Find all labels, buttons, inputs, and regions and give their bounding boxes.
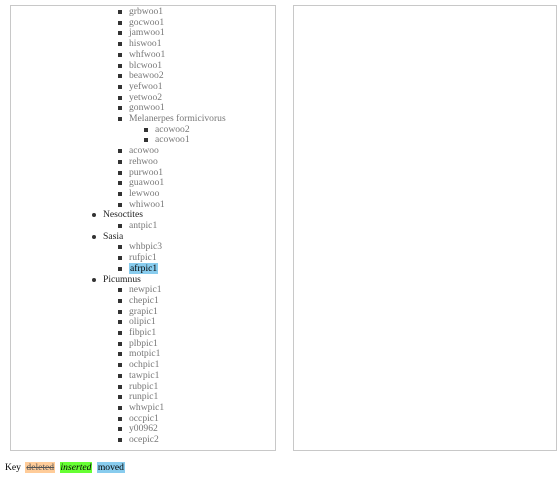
tree-node[interactable]: antpic1: [129, 220, 158, 231]
tree-node[interactable]: acowoo: [129, 145, 159, 157]
tree-bullet: [118, 341, 122, 346]
tree-bullet: [118, 384, 122, 389]
tree-node[interactable]: chepic1: [129, 294, 159, 306]
key-moved: moved: [96, 462, 125, 473]
tree-bullet: [118, 10, 122, 14]
tree-bullet: [118, 95, 122, 100]
tree-node[interactable]: Nesoctites: [103, 209, 143, 221]
tree-bullet: [118, 245, 122, 250]
tree-node[interactable]: lewwoo: [129, 187, 160, 199]
tree-node[interactable]: whwpic1: [129, 401, 165, 413]
tree-node[interactable]: rubpic1: [129, 380, 159, 392]
tree-bullet: [118, 320, 122, 325]
tree-bullet: [118, 266, 122, 271]
tree-node[interactable]: runpic1: [129, 391, 159, 403]
tree-node[interactable]: occpic1: [129, 412, 159, 424]
tree-bullet: [118, 224, 122, 228]
tree-bullet: [118, 149, 122, 154]
tree-bullet: [118, 309, 122, 314]
tree-node[interactable]: grbwoo1: [129, 6, 164, 17]
tree-node[interactable]: gocwoo1: [129, 16, 165, 28]
tree-bullet: [118, 427, 122, 432]
tree-node[interactable]: newpic1: [129, 284, 162, 296]
tree-bullet: [118, 181, 122, 186]
tree-bullet: [118, 202, 122, 207]
tree-node[interactable]: acowoo2: [155, 123, 190, 135]
tree-node[interactable]: beawoo2: [129, 70, 164, 82]
tree-node[interactable]: rehwoo: [129, 155, 158, 167]
legend-key: Key deleted inserted moved: [5, 462, 125, 474]
tree-node[interactable]: hiswoo1: [129, 38, 162, 50]
tree-node[interactable]: yetwoo2: [129, 91, 163, 103]
tree-bullet: [144, 138, 148, 143]
tree-node[interactable]: olipic1: [129, 316, 156, 328]
tree-node[interactable]: yefwoo1: [129, 80, 163, 92]
tree-node[interactable]: whfwoo1: [129, 48, 166, 60]
tree-node[interactable]: guawoo1: [129, 177, 165, 189]
tree-node[interactable]: motpic1: [129, 348, 161, 360]
tree-bullet: [92, 213, 96, 218]
tree-bullet: [92, 277, 96, 282]
tree-bullet: [118, 438, 122, 442]
tree-node[interactable]: grapic1: [129, 305, 158, 317]
tree-node[interactable]: fibpic1: [129, 327, 157, 338]
tree-bullet: [118, 298, 122, 303]
tree-bullet: [118, 42, 122, 47]
tree-bullet: [118, 106, 122, 111]
tree-node[interactable]: blcwoo1: [129, 59, 163, 71]
tree-node[interactable]: Melanerpes formicivorus: [129, 113, 226, 124]
tree-node[interactable]: y00962: [129, 423, 158, 435]
tree-bullet: [118, 256, 122, 261]
tree-node[interactable]: tawpic1: [129, 369, 160, 381]
tree-bullet: [118, 352, 122, 357]
tree-bullet: [118, 191, 122, 196]
key-deleted: deleted: [25, 462, 56, 473]
tree-node[interactable]: acowoo1: [155, 134, 190, 146]
tree-node[interactable]: plbpic1: [129, 337, 158, 349]
tree-bullet: [118, 405, 122, 410]
right-tree-pane[interactable]: rebsapy00019Sphyrapicus variusSphyrapicu…: [293, 5, 557, 451]
tree-bullet: [118, 63, 122, 68]
tree-node[interactable]: Picumnus: [103, 273, 141, 285]
tree-bullet: [118, 74, 122, 79]
tree-node[interactable]: gonwoo1: [129, 102, 165, 114]
tree-bullet: [118, 84, 122, 89]
tree-bullet: [118, 373, 122, 378]
tree-bullet: [118, 159, 122, 164]
tree-bullet: [118, 117, 122, 121]
tree-node[interactable]: Sasia: [103, 230, 124, 242]
tree-bullet: [118, 20, 122, 25]
tree-bullet: [118, 416, 122, 421]
tree-bullet: [144, 127, 148, 132]
tree-node[interactable]: afrpic1: [129, 262, 159, 274]
tree-node[interactable]: jamwoo1: [129, 27, 165, 39]
tree-node[interactable]: purwoo1: [129, 166, 164, 178]
tree-bullet: [118, 52, 122, 57]
tree-node[interactable]: rufpic1: [129, 252, 157, 264]
tree-node[interactable]: ochpic1: [129, 359, 160, 371]
tree-node[interactable]: whiwoo1: [129, 198, 165, 210]
tree-bullet: [118, 331, 122, 335]
tree-node[interactable]: whbpic3: [129, 241, 163, 253]
tree-bullet: [118, 31, 122, 36]
key-inserted: inserted: [59, 462, 93, 473]
tree-bullet: [118, 288, 122, 293]
tree-bullet: [92, 234, 96, 239]
key-label: Key: [5, 462, 21, 473]
tree-bullet: [118, 363, 122, 368]
tree-bullet: [118, 395, 122, 400]
tree-node[interactable]: ocepic2: [129, 434, 159, 445]
tree-bullet: [118, 170, 122, 175]
